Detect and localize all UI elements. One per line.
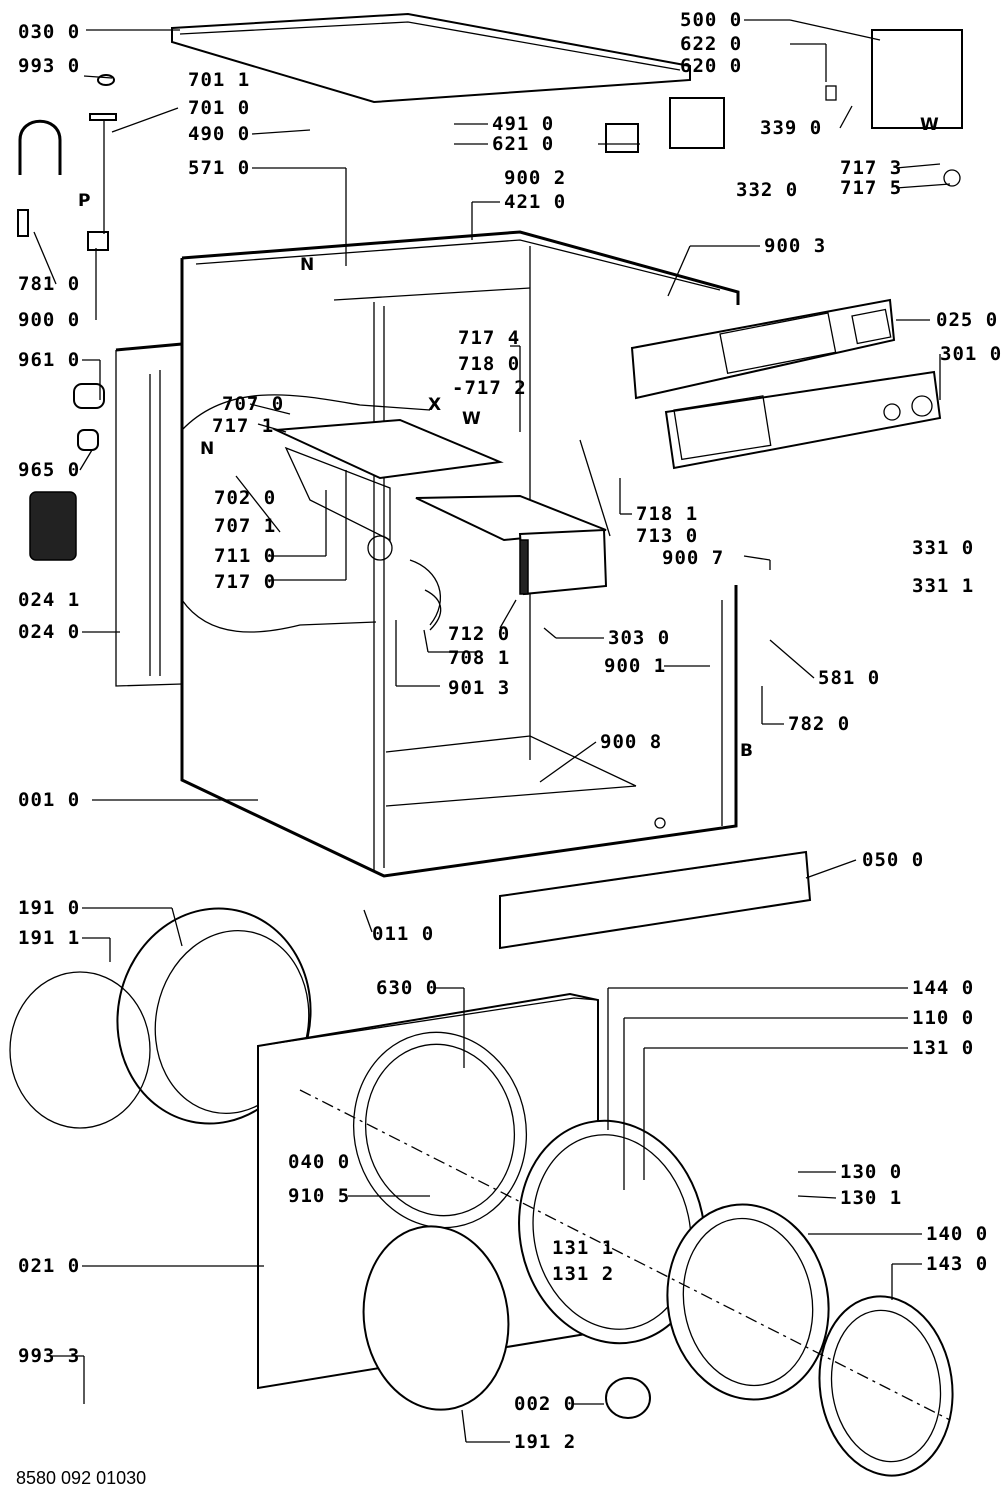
leader-lines [33, 19, 951, 1443]
label-711-0: 711 0 [214, 545, 276, 567]
label-900-0: 900 0 [18, 309, 80, 331]
label-900-3: 900 3 [764, 235, 826, 257]
electronics-drawing [605, 29, 963, 187]
label-961-0: 961 0 [18, 349, 80, 371]
label-002-0: 002 0 [514, 1393, 576, 1415]
label-707-0: 707 0 [222, 393, 284, 415]
label-622-0: 622 0 [680, 33, 742, 55]
marker-w-right: W [920, 115, 939, 135]
plinth-drawing [499, 850, 812, 950]
label-993-0: 993 0 [18, 55, 80, 77]
label-191-2: 191 2 [514, 1431, 576, 1453]
label-993-3: 993 3 [18, 1345, 80, 1367]
door-assembly-drawing [299, 1089, 954, 1477]
label-131-0: 131 0 [912, 1037, 974, 1059]
label-718-1: 718 1 [636, 503, 698, 525]
label-303-0: 303 0 [608, 627, 670, 649]
label-901-3: 901 3 [448, 677, 510, 699]
document-number: 8580 092 01030 [16, 1468, 146, 1488]
label-131-1: 131 1 [552, 1237, 614, 1259]
label-144-0: 144 0 [912, 977, 974, 999]
part-drawings [9, 12, 963, 1477]
marker-n-left: N [200, 439, 214, 459]
label-421-0: 421 0 [504, 191, 566, 213]
label-301-0: 301 0 [940, 343, 1002, 365]
label-191-0: 191 0 [18, 897, 80, 919]
label-110-0: 110 0 [912, 1007, 974, 1029]
marker-p: P [78, 191, 90, 211]
label-131-2: 131 2 [552, 1263, 614, 1285]
label-717-2: -717 2 [452, 377, 527, 399]
label-717-3: 717 3 [840, 157, 902, 179]
label-332-0: 332 0 [736, 179, 798, 201]
label-143-0: 143 0 [926, 1253, 988, 1275]
label-708-1: 708 1 [448, 647, 510, 669]
label-900-8: 900 8 [600, 731, 662, 753]
marker-b: B [740, 741, 753, 761]
side-panel-drawing [115, 342, 183, 687]
label-040-0: 040 0 [288, 1151, 350, 1173]
label-024-1: 024 1 [18, 589, 80, 611]
label-900-7: 900 7 [662, 547, 724, 569]
label-717-0: 717 0 [214, 571, 276, 593]
label-707-1: 707 1 [214, 515, 276, 537]
label-490-0: 490 0 [188, 123, 250, 145]
label-620-0: 620 0 [680, 55, 742, 77]
label-965-0: 965 0 [18, 459, 80, 481]
label-130-1: 130 1 [840, 1187, 902, 1209]
label-781-0: 781 0 [18, 273, 80, 295]
front-panel-drawing [257, 992, 599, 1411]
part-labels: 030 0 993 0 701 1 701 0 490 0 571 0 491 … [18, 9, 1002, 1453]
label-900-1: 900 1 [604, 655, 666, 677]
label-021-0: 021 0 [18, 1255, 80, 1277]
label-339-0: 339 0 [760, 117, 822, 139]
label-713-0: 713 0 [636, 525, 698, 547]
label-001-0: 001 0 [18, 789, 80, 811]
label-030-0: 030 0 [18, 21, 80, 43]
top-lid-drawing [171, 12, 691, 104]
label-050-0: 050 0 [862, 849, 924, 871]
label-717-5: 717 5 [840, 177, 902, 199]
label-900-2: 900 2 [504, 167, 566, 189]
label-024-0: 024 0 [18, 621, 80, 643]
cabinet-drawing [180, 230, 740, 878]
label-025-0: 025 0 [936, 309, 998, 331]
control-panel-drawing [630, 298, 942, 470]
label-718-0: 718 0 [458, 353, 520, 375]
label-701-0: 701 0 [188, 97, 250, 119]
marker-w-center: W [462, 409, 481, 429]
label-331-1: 331 1 [912, 575, 974, 597]
small-parts-drawing [17, 74, 117, 561]
label-571-0: 571 0 [188, 157, 250, 179]
label-130-0: 130 0 [840, 1161, 902, 1183]
label-191-1: 191 1 [18, 927, 80, 949]
letter-markers: P N N X W W B [78, 115, 939, 761]
label-717-1: 717 1 [212, 415, 274, 437]
label-717-4: 717 4 [458, 327, 520, 349]
label-630-0: 630 0 [376, 977, 438, 999]
label-782-0: 782 0 [788, 713, 850, 735]
dispenser-drawing [272, 418, 608, 631]
label-011-0: 011 0 [372, 923, 434, 945]
label-702-0: 702 0 [214, 487, 276, 509]
marker-n-top: N [300, 255, 314, 275]
label-500-0: 500 0 [680, 9, 742, 31]
label-331-0: 331 0 [912, 537, 974, 559]
label-491-0: 491 0 [492, 113, 554, 135]
label-701-1: 701 1 [188, 69, 250, 91]
label-712-0: 712 0 [448, 623, 510, 645]
marker-x: X [428, 395, 441, 415]
label-621-0: 621 0 [492, 133, 554, 155]
label-140-0: 140 0 [926, 1223, 988, 1245]
label-581-0: 581 0 [818, 667, 880, 689]
label-910-5: 910 5 [288, 1185, 350, 1207]
